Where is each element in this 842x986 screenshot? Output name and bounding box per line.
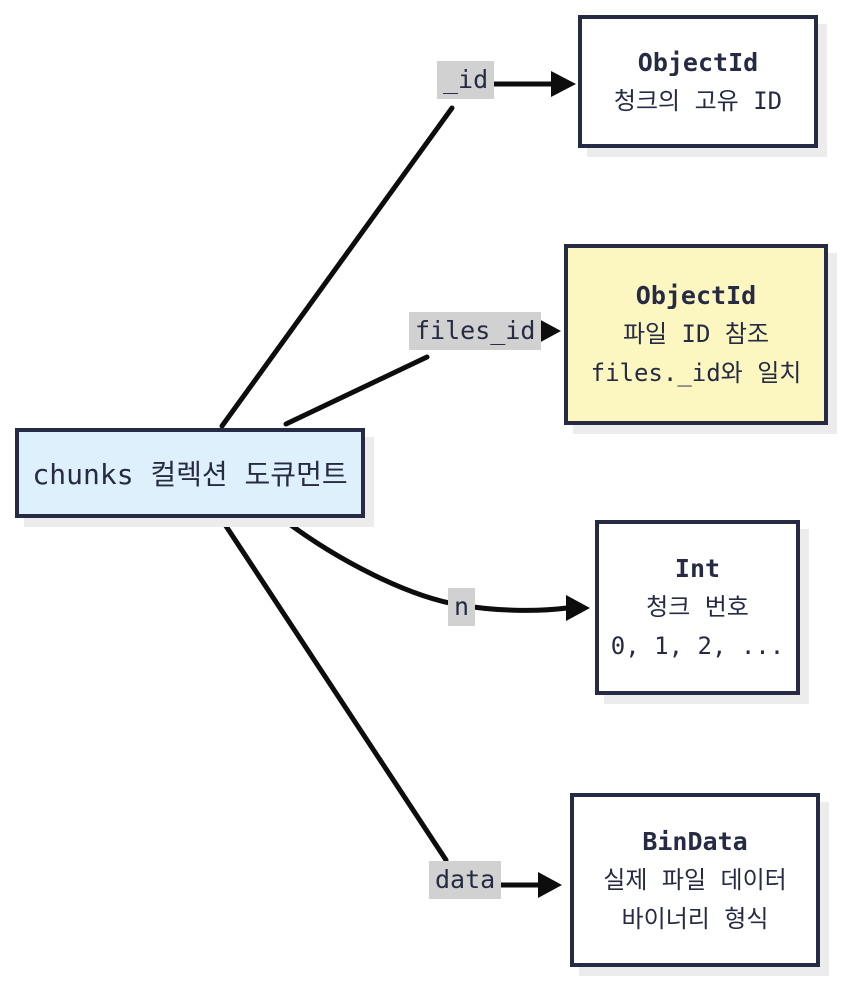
field-desc: 파일 ID 참조 bbox=[622, 320, 770, 348]
field-desc: 바이너리 형식 bbox=[621, 904, 769, 933]
edge-data-arrowhead-icon bbox=[538, 872, 562, 898]
edge-files-id-arrowhead-icon bbox=[537, 318, 561, 344]
field-box-n: Int 청크 번호 0, 1, 2, ... bbox=[595, 520, 800, 695]
edge-label-files-id: files_id bbox=[409, 312, 542, 350]
edge-files-id-line bbox=[283, 354, 430, 427]
field-desc: 0, 1, 2, ... bbox=[610, 632, 785, 660]
field-desc: 실제 파일 데이터 bbox=[603, 865, 787, 894]
field-box-data: BinData 실제 파일 데이터 바이너리 형식 bbox=[570, 793, 820, 967]
edge-label-id: _id bbox=[437, 61, 495, 99]
root-node-label: chunks 컬렉션 도큐먼트 bbox=[32, 458, 348, 491]
field-box-files-id: ObjectId 파일 ID 참조 files._id와 일치 bbox=[564, 244, 828, 425]
edge-data-line bbox=[219, 517, 449, 863]
edge-label-n: n bbox=[448, 588, 476, 626]
field-type: Int bbox=[674, 554, 721, 583]
field-type: BinData bbox=[642, 826, 748, 856]
edge-label-data: data bbox=[429, 861, 502, 899]
edge-id-arrowhead-icon bbox=[551, 71, 576, 97]
field-desc: files._id와 일치 bbox=[590, 359, 802, 387]
field-type: ObjectId bbox=[637, 47, 759, 77]
field-desc: 청크 번호 bbox=[646, 593, 749, 621]
field-type: ObjectId bbox=[635, 281, 757, 310]
edge-id-line bbox=[219, 105, 455, 429]
field-desc: 청크의 고유 ID bbox=[613, 86, 783, 115]
root-node-chunks-collection: chunks 컬렉션 도큐먼트 bbox=[15, 428, 365, 518]
edge-n-line bbox=[281, 517, 570, 613]
field-box-id: ObjectId 청크의 고유 ID bbox=[578, 15, 818, 148]
edge-n-arrowhead-icon bbox=[566, 595, 590, 621]
